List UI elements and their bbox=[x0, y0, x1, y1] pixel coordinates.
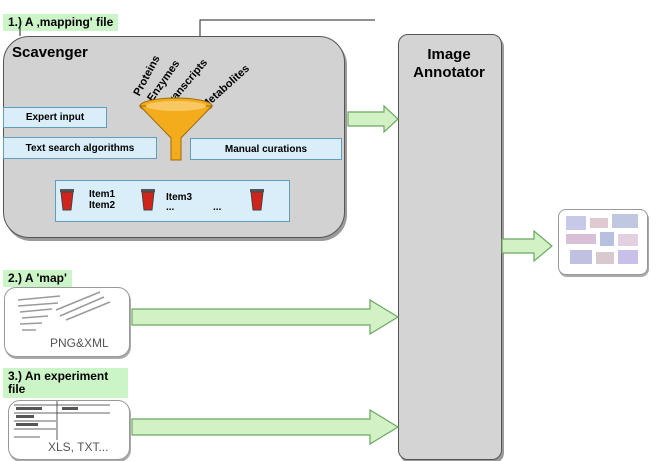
arrow-map-to-annotator bbox=[131, 298, 400, 336]
annotated-image-preview bbox=[566, 214, 638, 264]
image-annotator-title-line2: Annotator bbox=[413, 64, 485, 81]
item-1-label: Item1 bbox=[89, 189, 116, 200]
step-3-label-line2: file bbox=[8, 382, 26, 396]
trash-can-icon-1 bbox=[60, 189, 74, 211]
arrow-scavenger-to-annotator bbox=[347, 104, 399, 134]
trash-can-icon-3 bbox=[250, 189, 264, 211]
image-annotator-title: Image Annotator bbox=[398, 46, 500, 82]
scavenger-title: Scavenger bbox=[12, 44, 88, 61]
connector-lines bbox=[19, 18, 375, 36]
step-1-label: 1.) A ‚mapping' file bbox=[3, 14, 119, 31]
item-ellipsis-a: ... bbox=[166, 202, 175, 213]
experiment-file-preview bbox=[14, 401, 110, 440]
map-file-caption: PNG&XML bbox=[50, 336, 109, 350]
arrow-annotator-to-output bbox=[501, 229, 553, 263]
manual-curations-box: Manual curations bbox=[190, 138, 342, 160]
step-3-label-line1: 3.) An experiment bbox=[8, 369, 109, 383]
step-2-label: 2.) A 'map' bbox=[3, 270, 72, 287]
text-search-box: Text search algorithms bbox=[3, 137, 157, 159]
arrow-experiment-to-annotator bbox=[131, 408, 400, 446]
step-3-label: 3.) An experiment file bbox=[3, 368, 128, 398]
scavenger-top-connector bbox=[199, 19, 375, 36]
item-2-label: Item2 bbox=[89, 200, 116, 211]
map-file-preview bbox=[17, 291, 111, 331]
funnel-icon bbox=[138, 97, 214, 161]
item-ellipsis-b: ... bbox=[213, 202, 222, 213]
expert-input-box: Expert input bbox=[3, 107, 107, 128]
image-annotator-panel bbox=[398, 34, 502, 460]
items-box bbox=[55, 180, 290, 222]
image-annotator-title-line1: Image bbox=[427, 46, 471, 63]
item-3-label: Item3 bbox=[166, 192, 193, 203]
experiment-file-caption: XLS, TXT... bbox=[48, 440, 109, 454]
trash-can-icon-2 bbox=[141, 189, 155, 211]
